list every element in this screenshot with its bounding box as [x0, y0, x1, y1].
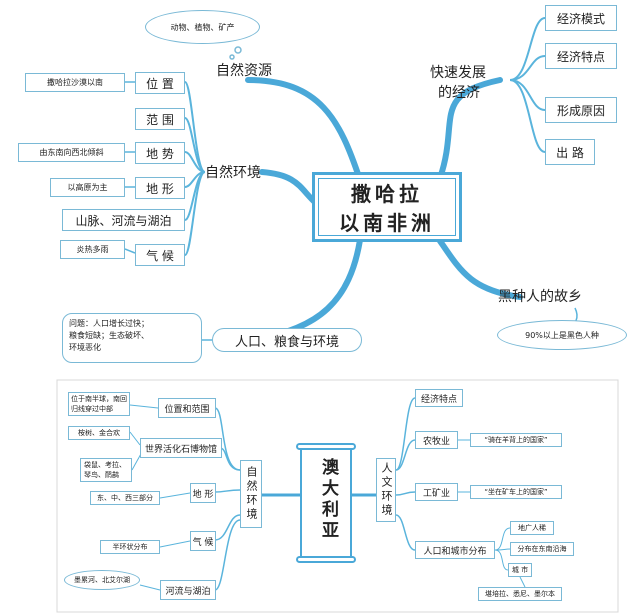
population-note-line2: 粮食短缺；生态破坏、: [69, 331, 149, 340]
economy-item-causes: 形成原因: [545, 97, 617, 123]
au-note-fossil-line2: 琴鸟、鸸鹋: [84, 471, 119, 479]
natural-resources-label: 自然资源: [216, 63, 272, 79]
au-note-position-line2: 归线穿过中部: [71, 405, 113, 413]
africa-center-line1: 撒哈拉: [351, 182, 423, 206]
au-note-pop1: 地广人稀: [510, 521, 554, 535]
human-env-vertical: 人文环境: [376, 458, 396, 522]
population-label: 人口、粮食与环境: [212, 328, 362, 352]
au-left-fossil: 世界活化石博物馆: [140, 438, 222, 458]
au-note-agri: “骑在羊背上的国家”: [470, 433, 562, 447]
au-note-mining: “坐在矿车上的国家”: [470, 485, 562, 499]
economy-item-model: 经济模式: [545, 5, 617, 31]
australia-title: 澳大利亚: [318, 458, 338, 542]
au-right-mining: 工矿业: [415, 483, 458, 501]
au-left-position: 位置和范围: [158, 398, 216, 418]
scroll-top-rod: [296, 443, 356, 450]
au-right-economy: 经济特点: [415, 389, 463, 407]
africa-center-line2: 以南非洲: [339, 211, 435, 235]
economy-item-way-out: 出 路: [545, 139, 595, 165]
au-left-landform: 地 形: [190, 483, 216, 503]
natural-env-vertical: 自然环境: [240, 460, 262, 528]
economy-item-features: 经济特点: [545, 43, 617, 69]
africa-center-box: 撒哈拉 以南非洲: [312, 172, 462, 242]
scroll-bottom-rod: [296, 556, 356, 563]
environment-label: 自然环境: [205, 165, 261, 181]
au-left-rivers: 河流与湖泊: [160, 580, 216, 600]
au-note-city: 城 市: [508, 563, 532, 577]
economy-label-line1: 快速发展: [430, 65, 486, 81]
au-note-position: 位于南半球，南回 归线穿过中部: [68, 392, 130, 416]
au-note-position-line1: 位于南半球，南回: [71, 395, 127, 403]
race-label: 黑种人的故乡: [498, 289, 582, 305]
env-note-landform: 以高原为主: [50, 178, 125, 197]
env-item-mountains-rivers: 山脉、河流与湖泊: [62, 209, 185, 231]
australia-scroll: 澳大利亚: [296, 443, 356, 563]
env-item-climate: 气 候: [135, 244, 185, 266]
env-item-landform: 地 形: [135, 177, 185, 199]
au-note-fossil-top: 桉树、金合欢: [68, 426, 130, 440]
env-item-terrain: 地 势: [135, 142, 185, 164]
env-note-terrain: 由东南向西北倾斜: [18, 143, 125, 162]
population-note: 问题：人口增长过快； 粮食短缺；生态破坏、 环境恶化: [62, 313, 202, 363]
env-note-climate: 炎热多雨: [60, 240, 125, 259]
population-note-line1: 问题：人口增长过快；: [69, 319, 149, 328]
natural-resources-note: 动物、植物、矿产: [145, 10, 260, 44]
au-note-climate: 半环状分布: [100, 540, 160, 554]
au-note-rivers: 墨累河、北艾尔湖: [64, 570, 140, 590]
au-note-pop2: 分布在东南沿海: [510, 542, 574, 556]
env-item-range: 范 围: [135, 108, 185, 130]
population-note-line3: 环境恶化: [69, 343, 101, 352]
au-note-fossil: 袋鼠、考拉、 琴鸟、鸸鹋: [80, 458, 132, 482]
race-note: 90%以上是黑色人种: [497, 320, 627, 350]
au-right-agri: 农牧业: [415, 431, 458, 449]
au-note-fossil-line1: 袋鼠、考拉、: [84, 461, 126, 469]
env-note-position: 撒哈拉沙漠以南: [25, 73, 125, 92]
au-note-cities: 堪培拉、悉尼、墨尔本: [478, 587, 562, 601]
au-note-landform: 东、中、西三部分: [90, 491, 160, 505]
env-item-position: 位 置: [135, 72, 185, 94]
au-left-climate: 气 候: [190, 531, 216, 551]
au-right-population: 人口和城市分布: [415, 541, 495, 559]
economy-label-line2: 的经济: [438, 85, 480, 101]
